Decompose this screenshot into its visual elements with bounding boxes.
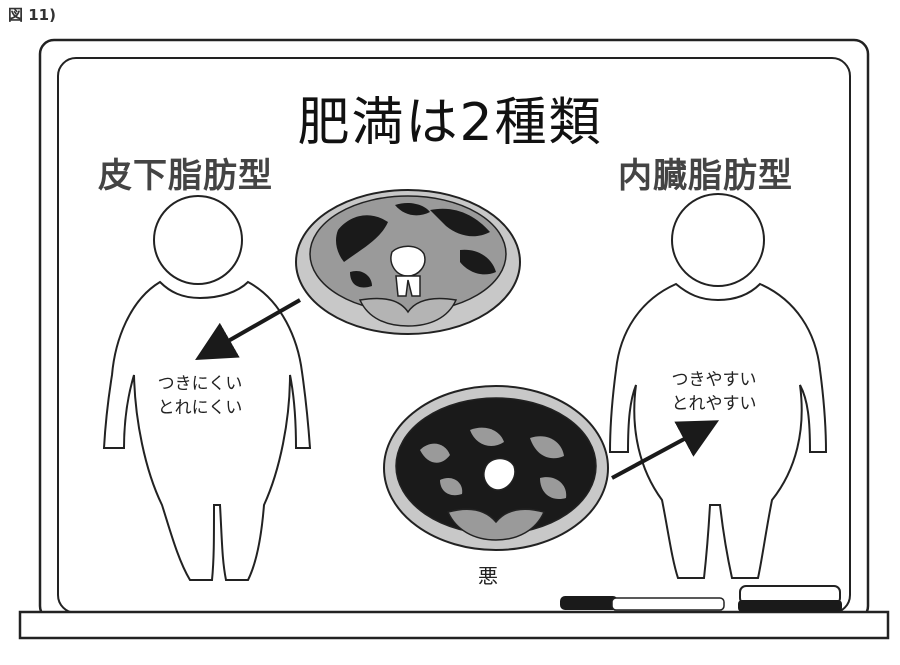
person-subcutaneous-figure	[102, 195, 312, 581]
ct-scan-visceral	[383, 385, 609, 551]
ct-scan-subcutaneous	[295, 189, 521, 335]
subcutaneous-note: つきにくい とれにくい	[140, 372, 260, 420]
subcutaneous-note-line1: つきにくい	[157, 374, 243, 394]
visceral-note-line1: つきやすい	[671, 370, 757, 390]
visceral-note-line2: とれやすい	[671, 394, 757, 414]
visceral-type-label: 内臓脂肪型	[618, 156, 793, 196]
eraser-icon	[738, 585, 842, 612]
figure-label: 図 11)	[8, 6, 56, 24]
chalk-icon	[560, 596, 725, 611]
arrow-to-right-belly	[611, 420, 720, 480]
main-title: 肥満は2種類	[297, 93, 603, 153]
chalk-tray	[18, 610, 890, 640]
arrow-to-left-belly	[195, 298, 301, 360]
visceral-note: つきやすい とれやすい	[654, 368, 774, 416]
subcutaneous-type-label: 皮下脂肪型	[98, 156, 273, 196]
subcutaneous-note-line2: とれにくい	[157, 398, 243, 418]
bad-label: 悪	[478, 564, 498, 588]
